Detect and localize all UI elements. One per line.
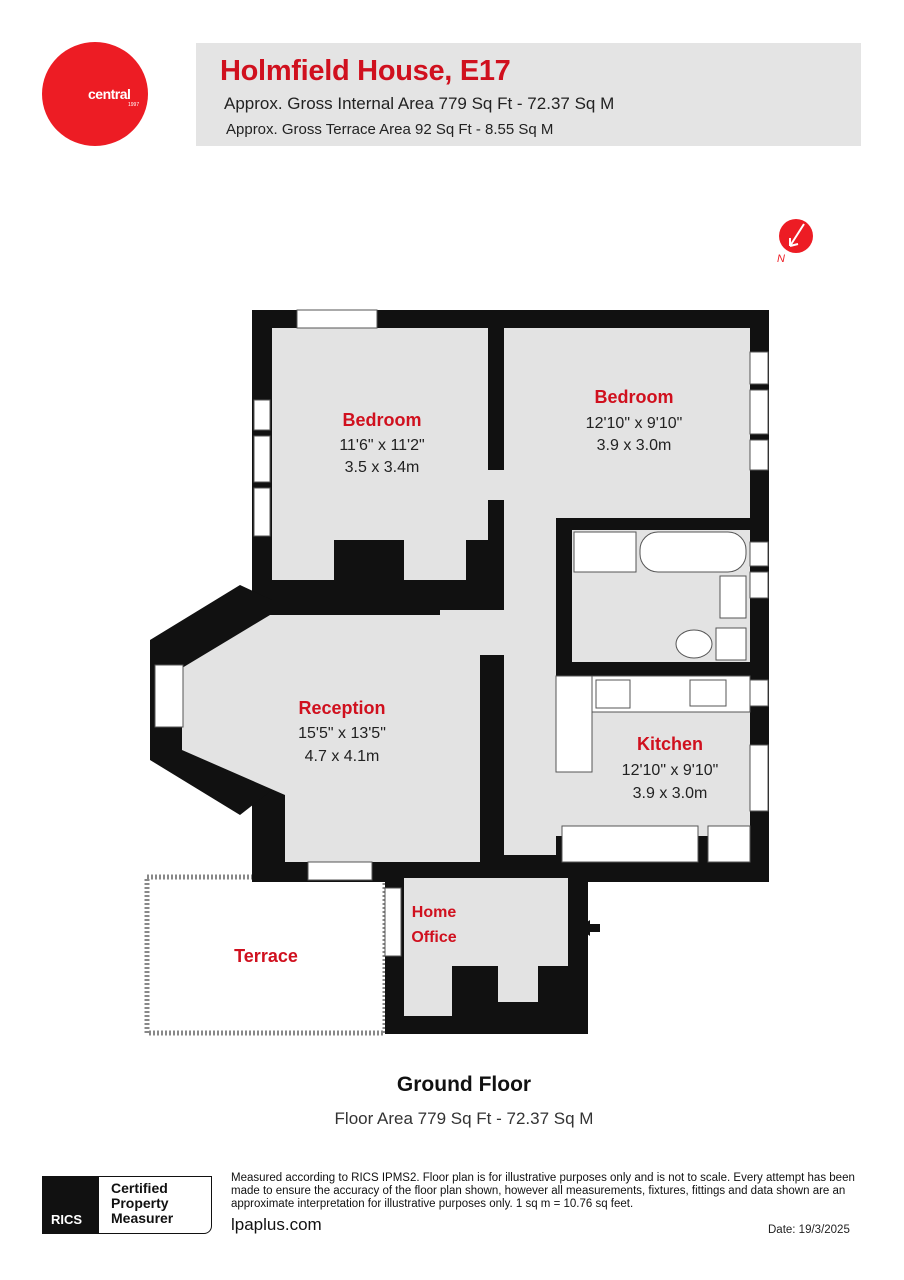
terrace-area: Approx. Gross Terrace Area 92 Sq Ft - 8.… <box>226 121 554 138</box>
room-imperial: 12'10" x 9'10" <box>586 415 683 432</box>
room-imperial: 15'5" x 13'5" <box>298 725 386 742</box>
room-bedroom-2: Bedroom 12'10" x 9'10" 3.9 x 3.0m <box>586 387 683 454</box>
rics-certification: Certified Property Measurer <box>111 1180 174 1226</box>
room-name: Bedroom <box>342 410 421 430</box>
room-kitchen: Kitchen 12'10" x 9'10" 3.9 x 3.0m <box>622 734 719 802</box>
compass-label: N <box>777 253 785 265</box>
room-metric: 3.9 x 3.0m <box>633 785 708 802</box>
room-bedroom-1: Bedroom 11'6" x 11'2" 3.5 x 3.4m <box>339 410 424 476</box>
entrance-arrow-icon <box>578 920 600 936</box>
room-name: Reception <box>298 698 385 718</box>
website-link[interactable]: lpaplus.com <box>231 1215 322 1234</box>
room-name: Bedroom <box>594 387 673 407</box>
room-floors <box>182 328 750 1016</box>
room-metric: 4.7 x 4.1m <box>305 748 380 765</box>
room-terrace: Terrace <box>234 946 298 966</box>
room-name: Terrace <box>234 946 298 966</box>
header-banner: Holmfield House, E17 Approx. Gross Inter… <box>196 43 861 146</box>
central-logo: central 1997 <box>42 42 148 146</box>
room-name: Kitchen <box>637 734 703 754</box>
room-metric: 3.9 x 3.0m <box>597 437 672 454</box>
room-name: Home <box>412 904 457 921</box>
plan-date: Date: 19/3/2025 <box>768 1224 850 1236</box>
room-imperial: 12'10" x 9'10" <box>622 762 719 779</box>
room-home-office: Home Office <box>411 904 456 946</box>
rics-logo: RICS <box>43 1177 99 1233</box>
logo-brand: central <box>88 86 131 102</box>
room-name-line2: Office <box>411 929 456 946</box>
room-reception: Reception 15'5" x 13'5" 4.7 x 4.1m <box>298 698 386 765</box>
room-metric: 3.5 x 3.4m <box>345 459 420 476</box>
north-arrow-icon: N <box>777 219 813 265</box>
fixtures <box>154 309 769 957</box>
floor-area: Floor Area 779 Sq Ft - 72.37 Sq M <box>334 1109 594 1128</box>
property-title: Holmfield House, E17 <box>220 55 511 87</box>
floor-title: Ground Floor <box>396 1073 532 1096</box>
room-imperial: 11'6" x 11'2" <box>339 437 424 454</box>
logo-year: 1997 <box>128 102 140 108</box>
rics-badge: RICS Certified Property Measurer <box>42 1176 212 1234</box>
internal-area: Approx. Gross Internal Area 779 Sq Ft - … <box>224 94 615 113</box>
disclaimer: Measured according to RICS IPMS2. Floor … <box>231 1172 855 1210</box>
